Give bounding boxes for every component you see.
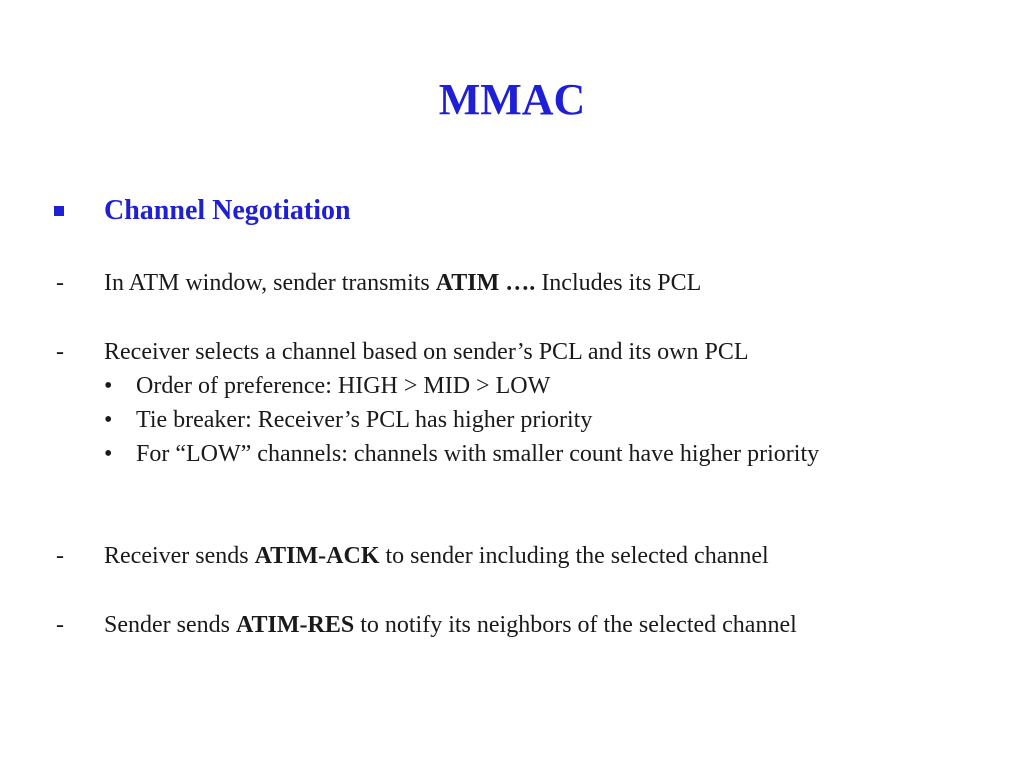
dash-marker: - (56, 270, 64, 296)
dash-marker: - (56, 339, 64, 365)
section-heading: Channel Negotiation (54, 193, 351, 229)
list-item-text: Receiver sends ATIM-ACK to sender includ… (104, 543, 769, 569)
square-bullet-icon (54, 206, 64, 216)
section-heading-text: Channel Negotiation (104, 195, 351, 226)
list-item-text: Receiver selects a channel based on send… (104, 339, 749, 365)
slide-title: MMAC (438, 75, 586, 124)
sub-list-item: • Tie breaker: Receiver’s PCL has higher … (104, 405, 592, 435)
dash-marker: - (56, 543, 64, 569)
bold-term: ATIM …. (435, 270, 536, 296)
bullet-icon: • (104, 441, 113, 467)
dash-marker: - (56, 612, 64, 638)
list-item-text: In ATM window, sender transmits ATIM …. … (104, 270, 702, 296)
bullet-icon: • (104, 407, 113, 433)
list-item-text: Sender sends ATIM-RES to notify its neig… (104, 612, 797, 638)
sub-list-item: • Order of preference: HIGH > MID > LOW (104, 371, 550, 401)
sub-list-item-text: Tie breaker: Receiver’s PCL has higher p… (136, 407, 593, 433)
bullet-icon: • (104, 373, 113, 399)
sub-list-item-text: Order of preference: HIGH > MID > LOW (136, 373, 551, 399)
sub-list-item: • For “LOW” channels: channels with small… (104, 439, 819, 469)
sub-list-item-text: For “LOW” channels: channels with smalle… (136, 441, 820, 467)
bold-term: ATIM-ACK (254, 543, 380, 569)
bold-term: ATIM-RES (235, 612, 355, 638)
